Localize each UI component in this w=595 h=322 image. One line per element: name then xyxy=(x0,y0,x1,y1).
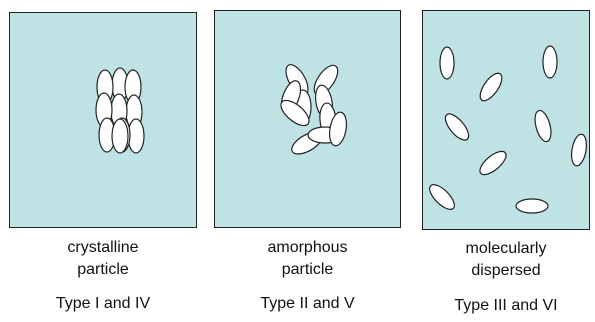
caption-line: molecularly xyxy=(422,238,590,260)
molecular-diagram xyxy=(422,10,590,230)
caption-line: particle xyxy=(9,259,197,281)
molecular-caption: molecularly dispersed xyxy=(422,238,590,282)
particle xyxy=(543,46,557,78)
amorphous-caption: amorphous particle xyxy=(214,237,401,281)
caption-line: crystalline xyxy=(9,237,197,259)
molecular-type-label: Type III and VI xyxy=(422,296,590,316)
crystalline-type-label: Type I and IV xyxy=(9,294,197,314)
amorphous-type-label: Type II and V xyxy=(214,294,401,314)
caption-line: amorphous xyxy=(214,237,401,259)
amorphous-panel xyxy=(214,10,401,228)
particle xyxy=(112,119,128,153)
amorphous-diagram xyxy=(214,10,401,228)
crystalline-panel xyxy=(9,12,197,228)
crystalline-diagram xyxy=(9,12,197,228)
particle xyxy=(516,199,548,213)
particle xyxy=(440,47,454,79)
molecular-panel xyxy=(422,10,590,230)
caption-line: particle xyxy=(214,259,401,281)
caption-line: dispersed xyxy=(422,260,590,282)
crystalline-caption: crystalline particle xyxy=(9,237,197,281)
